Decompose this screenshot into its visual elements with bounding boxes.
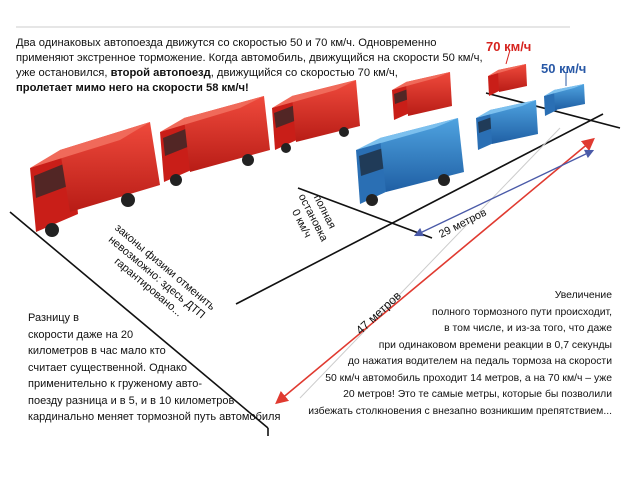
red-truck-1	[392, 72, 452, 120]
red-truck-2	[272, 80, 360, 153]
intro-line-1: Два одинаковых автопоезда движутся со ск…	[16, 37, 437, 49]
intro-line-2: применяют экстренное торможение. Когда а…	[16, 52, 483, 64]
left-note-line: считает существенной. Однако	[28, 361, 188, 374]
intro-text: Два одинаковых автопоезда движутся со ск…	[16, 36, 486, 96]
braking-distance-note: Увеличение полного тормозного пути проис…	[292, 288, 612, 420]
right-note-line: при одинаковом времени реакции в 0,7 сек…	[378, 339, 612, 351]
right-note-line: полного тормозного пути происходит,	[432, 306, 612, 318]
right-note-line: до нажатия водителем на педаль тормоза н…	[347, 356, 612, 367]
speed-50-label: 50 км/ч	[541, 61, 587, 76]
red-truck-3	[160, 96, 270, 186]
blue-truck-2	[476, 100, 538, 150]
distance-29-arrow	[413, 149, 595, 237]
blue-truck-lead	[544, 84, 585, 116]
right-note-line: 50 км/ч автомобиль проходит 14 метров, а…	[325, 372, 612, 384]
blue-truck-3	[356, 118, 464, 206]
right-note-line: Увеличение	[554, 290, 612, 301]
speed-70-pointer	[505, 49, 511, 65]
left-note-line: применительно к груженому авто-	[28, 378, 203, 390]
left-note-line: скорости даже на 20	[28, 328, 134, 341]
left-note-line: поезду разница и в 5, и в 10 километров	[28, 394, 235, 407]
right-note-line: в том числе, и из-за того, что даже	[444, 323, 612, 334]
left-note-line: кардинально меняет тормозной путь автомо…	[28, 411, 281, 423]
intro-line-3: уже остановился, второй автопоезд, движу…	[16, 67, 398, 79]
right-note-line: 20 метров! Это те самые метры, которые б…	[343, 389, 612, 400]
intro-line-4: пролетает мимо него на скорости 58 км/ч!	[16, 82, 249, 94]
left-note-line: километров в час мало кто	[28, 345, 166, 357]
speed-70-label: 70 км/ч	[486, 39, 532, 54]
right-note-line: избежать столкновения с внезапно возникш…	[308, 405, 612, 417]
red-truck-4	[30, 122, 160, 237]
left-note-line: Разницу в	[28, 312, 79, 324]
red-truck-lead	[488, 64, 527, 96]
speed-difference-note: Разницу в скорости даже на 20 километров…	[28, 310, 290, 426]
